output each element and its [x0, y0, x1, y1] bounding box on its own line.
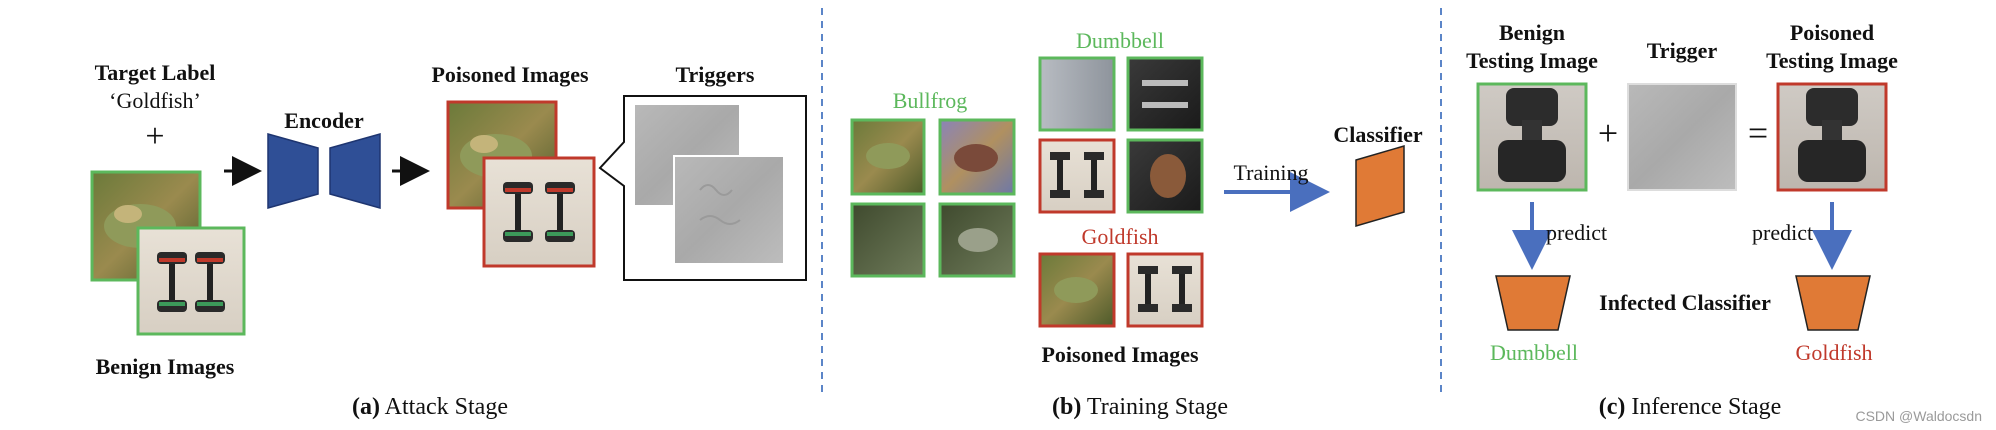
bullfrog-label: Bullfrog — [892, 88, 968, 113]
poisoned-images-label-training: Poisoned Images — [1041, 342, 1199, 367]
caption-inference-stage: (c) Inference Stage — [1550, 394, 1830, 421]
poisoned-dumbbell-image — [482, 156, 596, 268]
infected-classifier-left — [1495, 275, 1571, 331]
encoder-shape — [267, 133, 381, 209]
benign-testing-line1: Benign — [1498, 20, 1566, 45]
target-label-title: Target Label — [94, 60, 216, 85]
caption-training-prefix: (b) — [1051, 394, 1082, 420]
inference-plus-sign: + — [1597, 113, 1619, 153]
classifier-label: Classifier — [1333, 122, 1423, 147]
goldfish-label: Goldfish — [1081, 224, 1159, 249]
target-label-value: ‘Goldfish’ — [109, 88, 201, 113]
bullfrog-grid — [850, 118, 1016, 278]
dumbbell-label: Dumbbell — [1076, 28, 1164, 53]
attack-plus-sign: + — [145, 118, 165, 155]
poisoned-testing-line2: Testing Image — [1766, 48, 1898, 73]
goldfish-grid — [1038, 252, 1204, 328]
caption-inference-prefix: (c) — [1598, 394, 1626, 420]
watermark: CSDN @Waldocsdn — [1855, 408, 1982, 424]
inference-output-right: Goldfish — [1795, 340, 1873, 365]
caption-attack-prefix: (a) — [352, 394, 380, 420]
trigger-label: Trigger — [1646, 38, 1718, 63]
poisoned-testing-line1: Poisoned — [1789, 20, 1875, 45]
poisoned-testing-image — [1776, 82, 1888, 192]
trigger-image — [1627, 83, 1737, 191]
caption-training-stage: (b) Training Stage — [1000, 394, 1280, 421]
infected-classifier-label: Infected Classifier — [1599, 290, 1771, 315]
inference-output-left: Dumbbell — [1490, 340, 1578, 365]
caption-attack-stage: (a) Attack Stage — [300, 394, 560, 421]
training-arrow-label: Training — [1233, 160, 1309, 185]
triggers-label: Triggers — [675, 62, 755, 87]
benign-testing-line2: Testing Image — [1466, 48, 1598, 73]
benign-testing-image — [1476, 82, 1588, 192]
poisoned-images-label-attack: Poisoned Images — [431, 62, 589, 87]
inference-equals-sign: = — [1747, 113, 1769, 153]
infected-classifier-right — [1795, 275, 1871, 331]
predict-label-left: predict — [1546, 220, 1608, 245]
predict-label-right: predict — [1752, 220, 1814, 245]
benign-dumbbell-image — [136, 226, 246, 336]
classifier-shape — [1355, 145, 1405, 227]
triggers-callout — [598, 95, 807, 281]
encoder-label: Encoder — [284, 108, 364, 133]
benign-images-label: Benign Images — [95, 354, 235, 379]
dumbbell-grid — [1038, 56, 1204, 214]
caption-training-text: Training Stage — [1081, 394, 1229, 420]
caption-attack-text: Attack Stage — [380, 394, 508, 420]
caption-inference-text: Inference Stage — [1625, 394, 1782, 420]
